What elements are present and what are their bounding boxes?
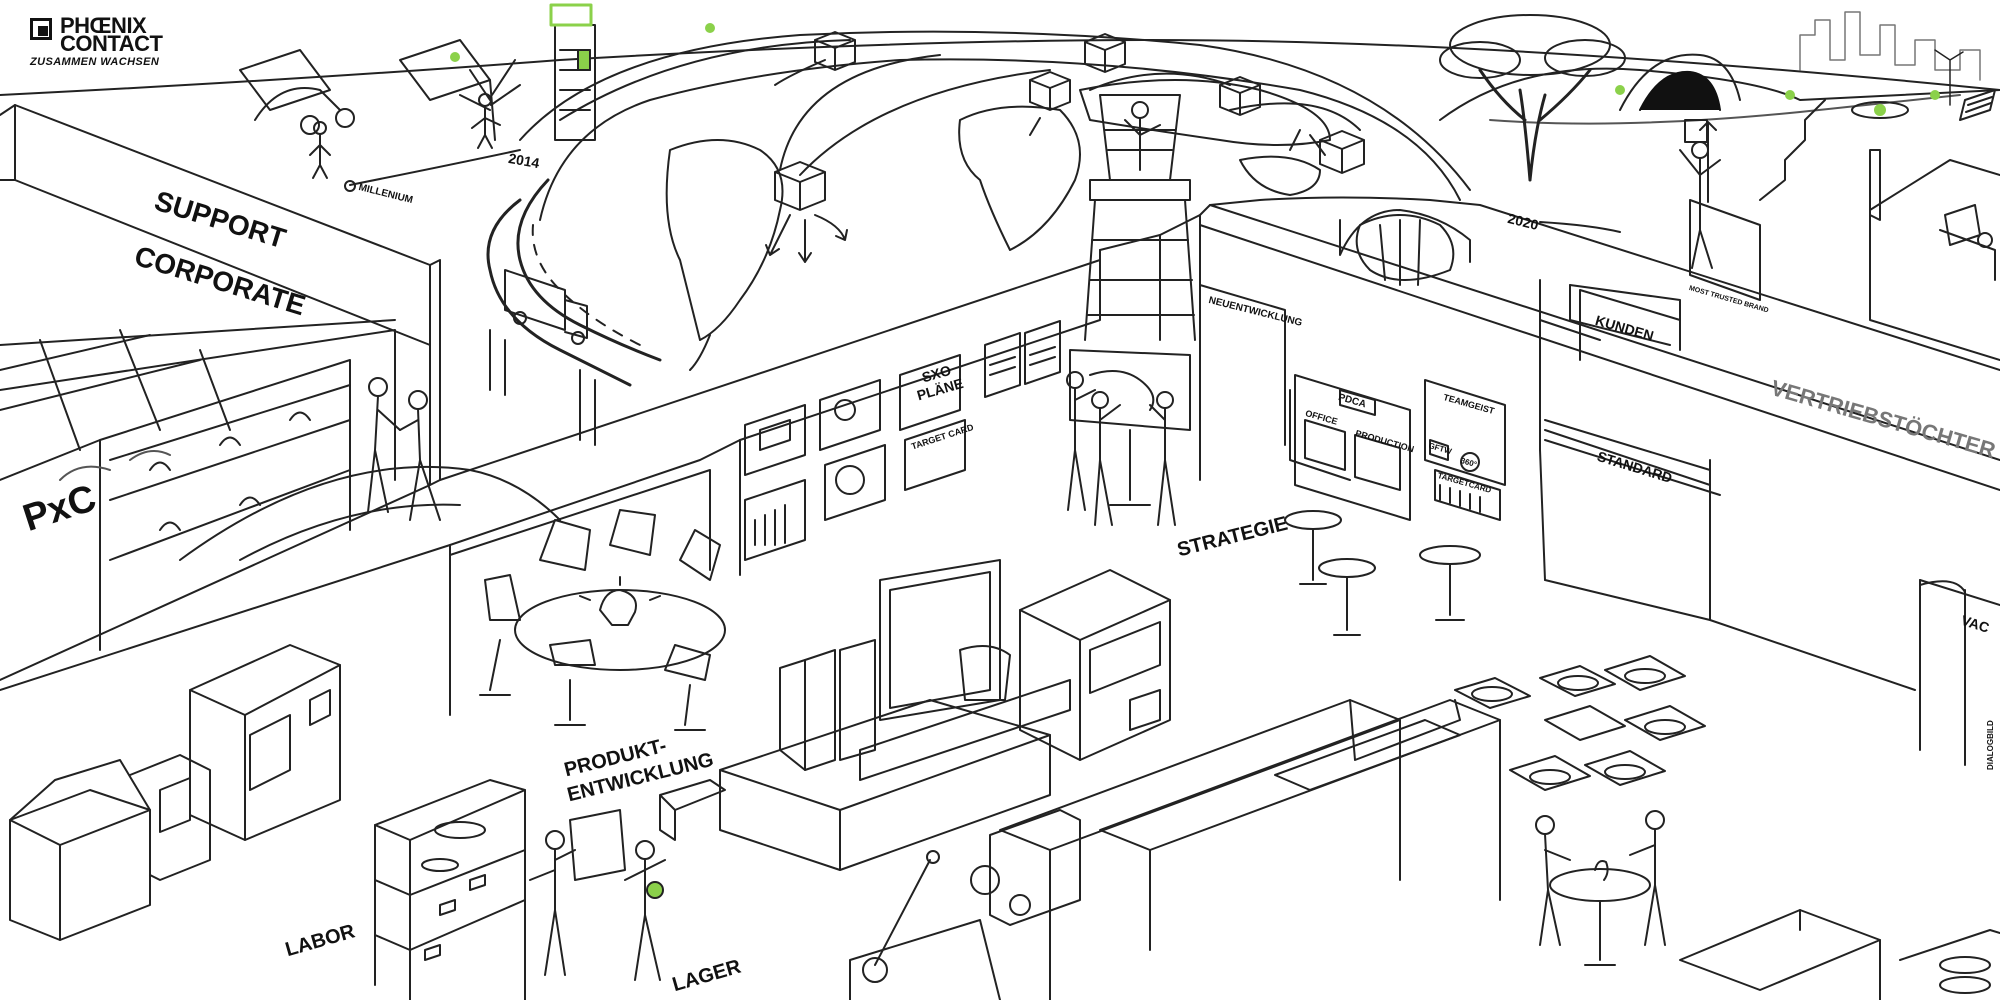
lighthouse	[1084, 94, 1196, 341]
globe-dome	[486, 30, 1471, 446]
headquarters-building	[0, 104, 561, 681]
logo-tagline: ZUSAMMEN WACHSEN	[30, 56, 160, 68]
wall-boards	[744, 320, 1506, 636]
hexagon-workstations	[1454, 655, 1706, 791]
logo-name-line1: PHŒNIX	[60, 13, 147, 38]
logo-name-line2: CONTACT	[60, 31, 163, 56]
lab-equipment	[9, 644, 526, 1000]
horizon-landscape	[0, 3, 2000, 233]
credit-dialogbild: DIALOGBILD	[1986, 720, 1995, 770]
logo-mark-inner	[38, 26, 48, 36]
people-bottom	[529, 809, 2000, 1000]
logo-mark	[30, 18, 52, 40]
office-walls	[0, 99, 2000, 766]
meeting-table	[479, 509, 726, 731]
production-machines	[659, 559, 1501, 1000]
